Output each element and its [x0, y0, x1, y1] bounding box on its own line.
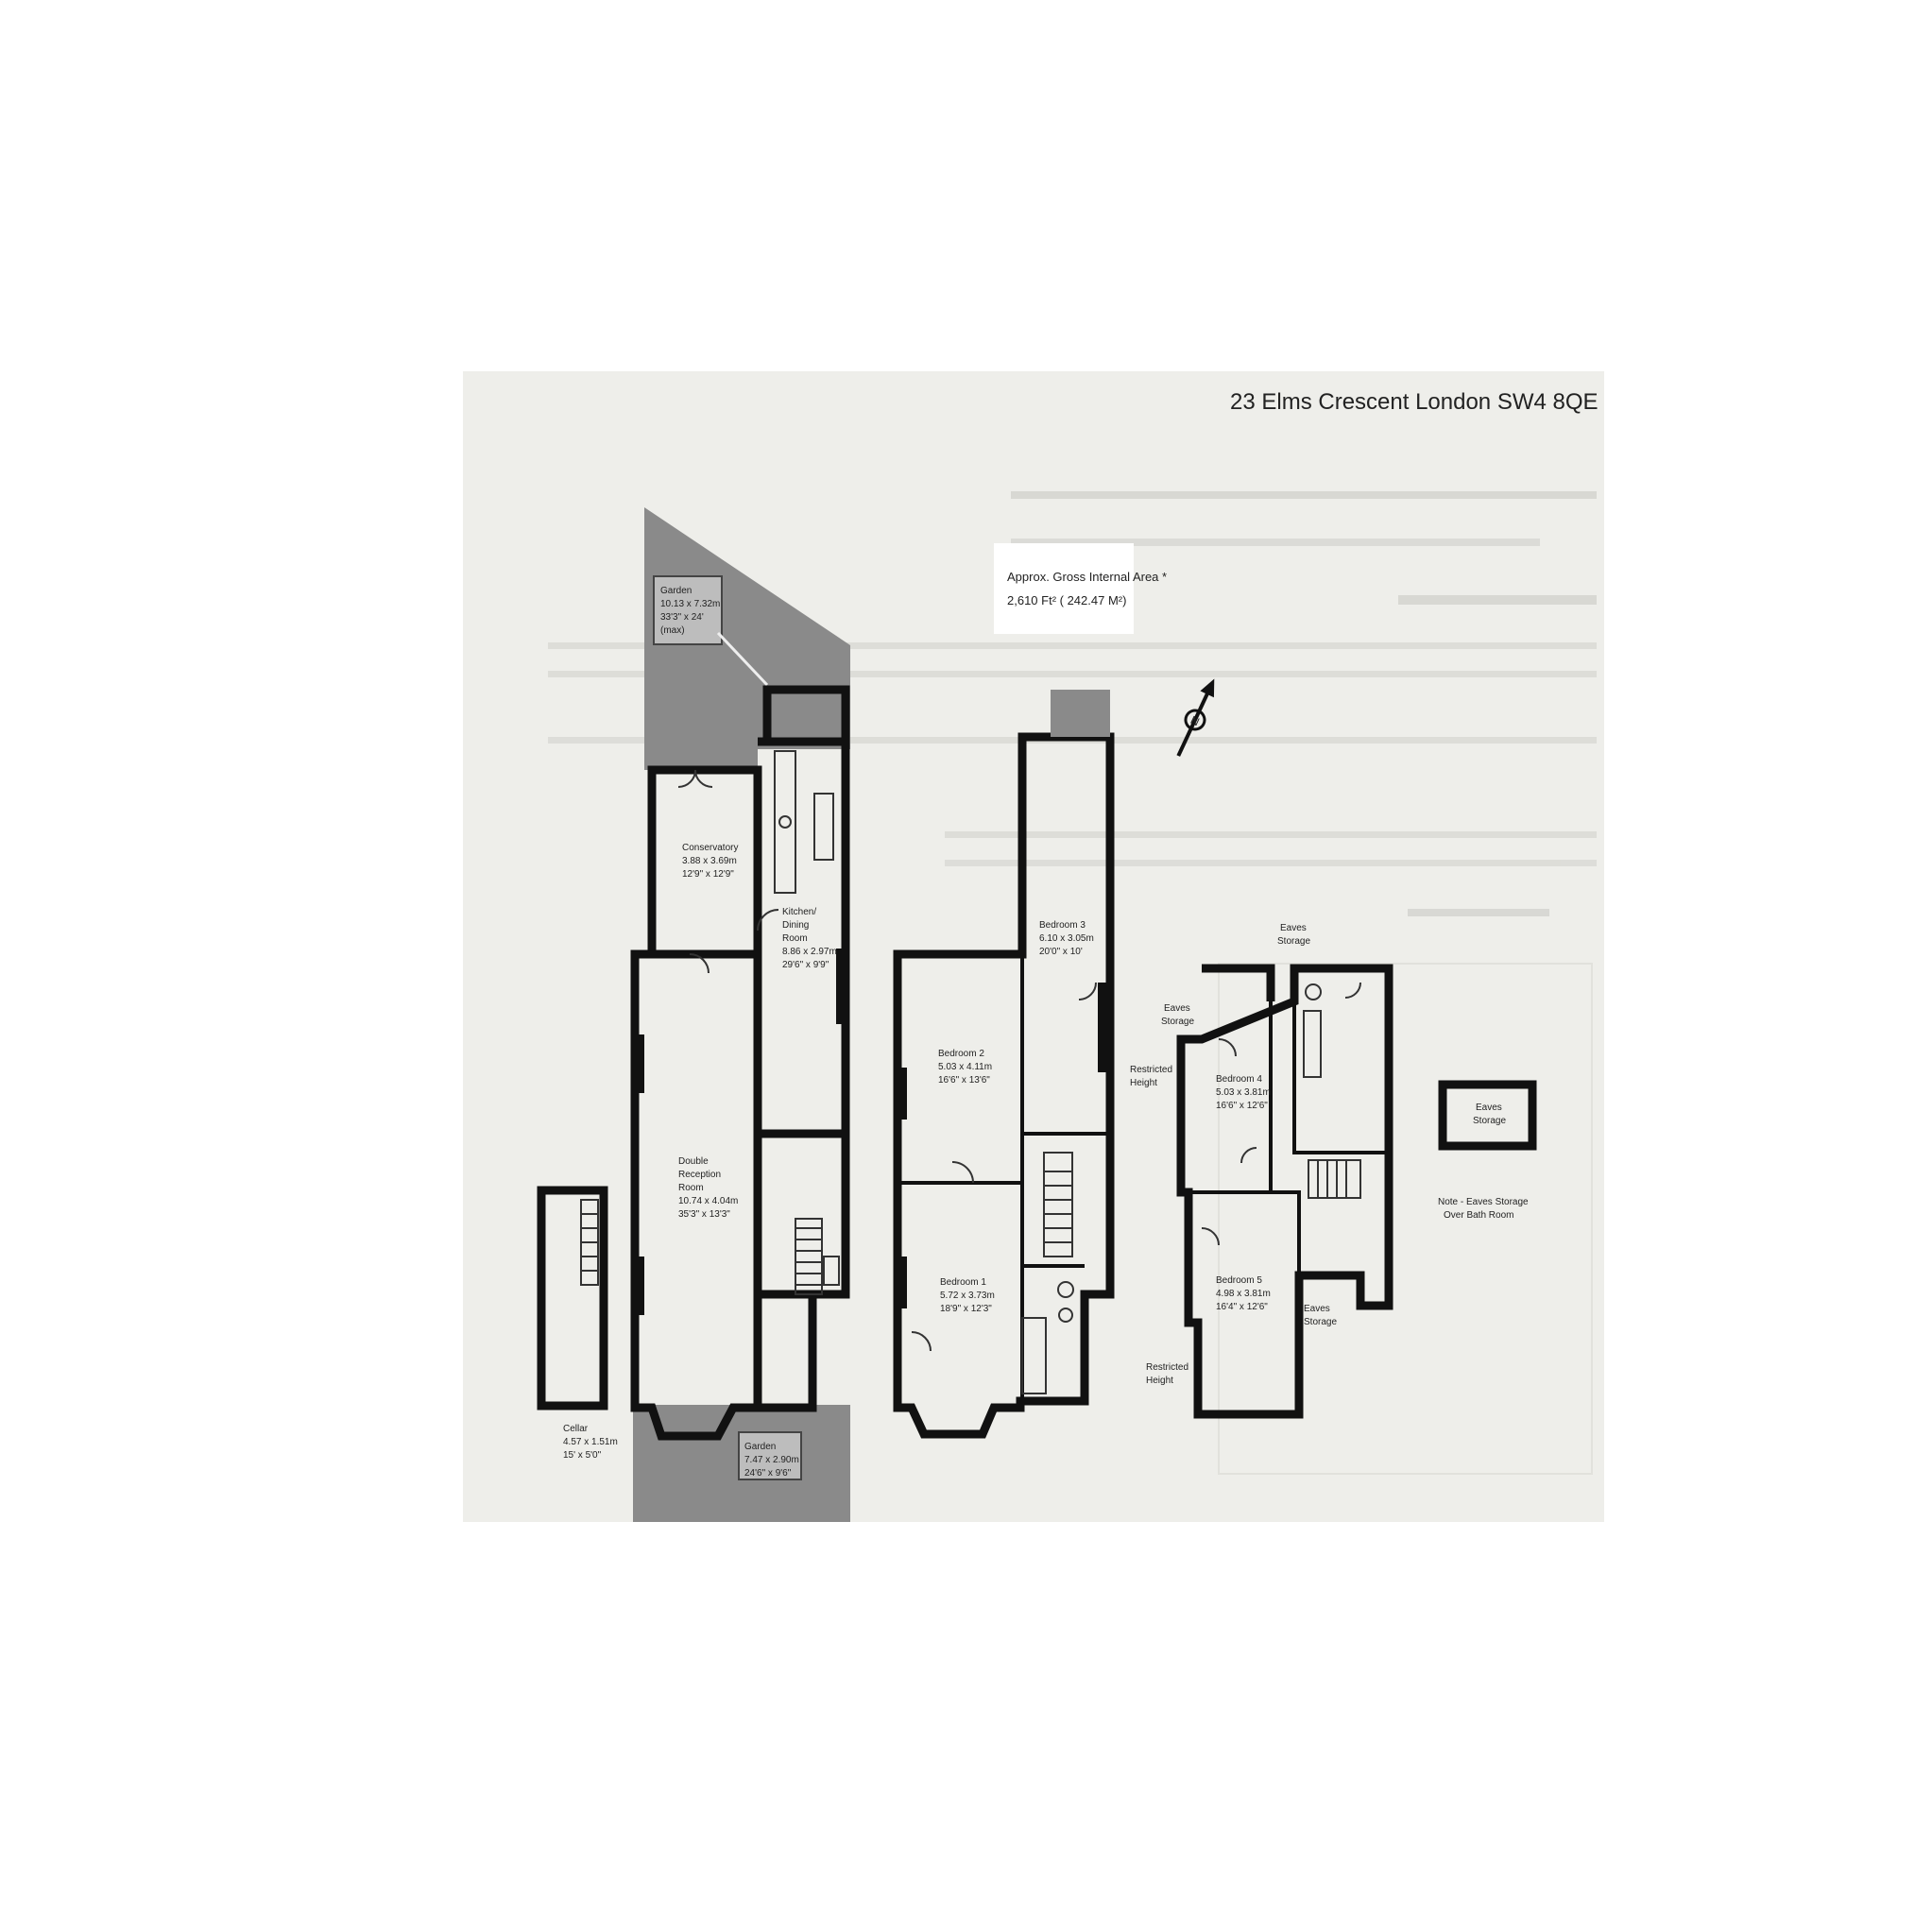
compass-icon: N: [1176, 678, 1215, 757]
ground-stairs: [795, 1218, 823, 1295]
eaves-storage-label: Eaves Storage: [1473, 1103, 1506, 1126]
kitchen-units: [677, 750, 840, 1286]
first-floor-roof-terrace: [1051, 690, 1110, 737]
bedroom4-label: Bedroom 4 5.03 x 3.81m 16'6" x 12'6": [1216, 1074, 1274, 1111]
front-garden-label: Garden 7.47 x 2.90m 24'6" x 9'6": [744, 1442, 802, 1479]
side-return: [644, 658, 758, 770]
bedroom3-label: Bedroom 3 6.10 x 3.05m 20'0" x 10': [1039, 920, 1097, 957]
second-floor-stairs: [1308, 1159, 1361, 1199]
second-floor-walls: [1176, 964, 1393, 1419]
eaves-storage-label: Eaves Storage: [1277, 923, 1310, 947]
reception-walls: [630, 949, 762, 1441]
kitchen-label: Kitchen/ Dining Room 8.86 x 2.97m 29'6" …: [782, 907, 840, 970]
area-note-box: [994, 543, 1134, 634]
top-floor-bath: [1201, 982, 1361, 1246]
restricted-height-label: Restricted Height: [1130, 1065, 1175, 1088]
eaves-note: Note - Eaves Storage Over Bath Room: [1438, 1197, 1530, 1221]
bedroom5-label: Bedroom 5 4.98 x 3.81m 16'4" x 12'6": [1216, 1275, 1274, 1312]
cellar-stairs: [580, 1199, 599, 1286]
area-note-line1: Approx. Gross Internal Area *: [1007, 570, 1167, 584]
eaves-storage-box: [1438, 1080, 1537, 1151]
bathroom-fittings: [911, 982, 1097, 1394]
rear-garden-label: Garden 10.13 x 7.32m 33'3" x 24' (max): [660, 586, 723, 636]
cellar-walls: [537, 1186, 608, 1411]
reception-label: Double Reception Room 10.74 x 4.04m 35'3…: [678, 1156, 741, 1220]
first-floor: [893, 690, 1115, 1439]
eaves-storage-label: Eaves Storage: [1304, 1304, 1337, 1327]
front-garden-label-box: [738, 1431, 802, 1480]
conservatory-label: Conservatory 3.88 x 3.69m 12'9" x 12'9": [682, 843, 741, 880]
hall-walls: [758, 1129, 846, 1412]
kitchen-extension: [762, 685, 850, 742]
area-note-line2: 2,610 Ft² ( 242.47 M²): [1007, 593, 1126, 607]
cellar-label: Cellar 4.57 x 1.51m 15' x 5'0": [563, 1424, 621, 1461]
plan-title: 23 Elms Crescent London SW4 8QE: [1230, 389, 1599, 415]
second-floor: [1176, 964, 1537, 1419]
bedroom2-label: Bedroom 2 5.03 x 4.11m 16'6" x 13'6": [938, 1049, 995, 1086]
garden-label-box: [653, 575, 723, 645]
room-labels: Garden 10.13 x 7.32m 33'3" x 24' (max) C…: [563, 586, 1530, 1479]
ground-floor: [537, 507, 850, 1522]
restricted-height-label: Restricted Height: [1146, 1362, 1191, 1386]
eaves-storage-label: Eaves Storage: [1161, 1003, 1194, 1027]
bedroom1-label: Bedroom 1 5.72 x 3.73m 18'9" x 12'3": [940, 1277, 998, 1314]
first-floor-stairs: [1043, 1152, 1073, 1257]
